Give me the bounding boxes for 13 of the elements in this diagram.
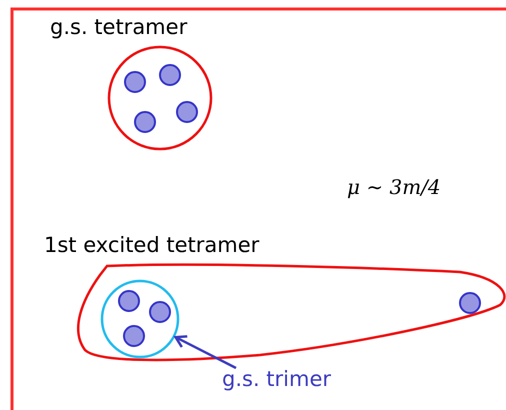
- particle-circle: [118, 290, 140, 312]
- particle-circle: [124, 71, 146, 93]
- particle-circle: [134, 111, 156, 133]
- formula-label: μ ∼ 3m/4: [347, 175, 441, 199]
- cluster-label: g.s. tetramer: [50, 14, 188, 40]
- cluster-label: 1st excited tetramer: [44, 232, 260, 258]
- particle-circle: [123, 325, 145, 347]
- particle-circle: [159, 64, 181, 86]
- particle-circle: [459, 292, 481, 314]
- leader-arrow: [174, 335, 237, 370]
- particle-circle: [176, 101, 198, 123]
- particle-circle: [149, 301, 171, 323]
- annotation-label: g.s. trimer: [222, 366, 332, 392]
